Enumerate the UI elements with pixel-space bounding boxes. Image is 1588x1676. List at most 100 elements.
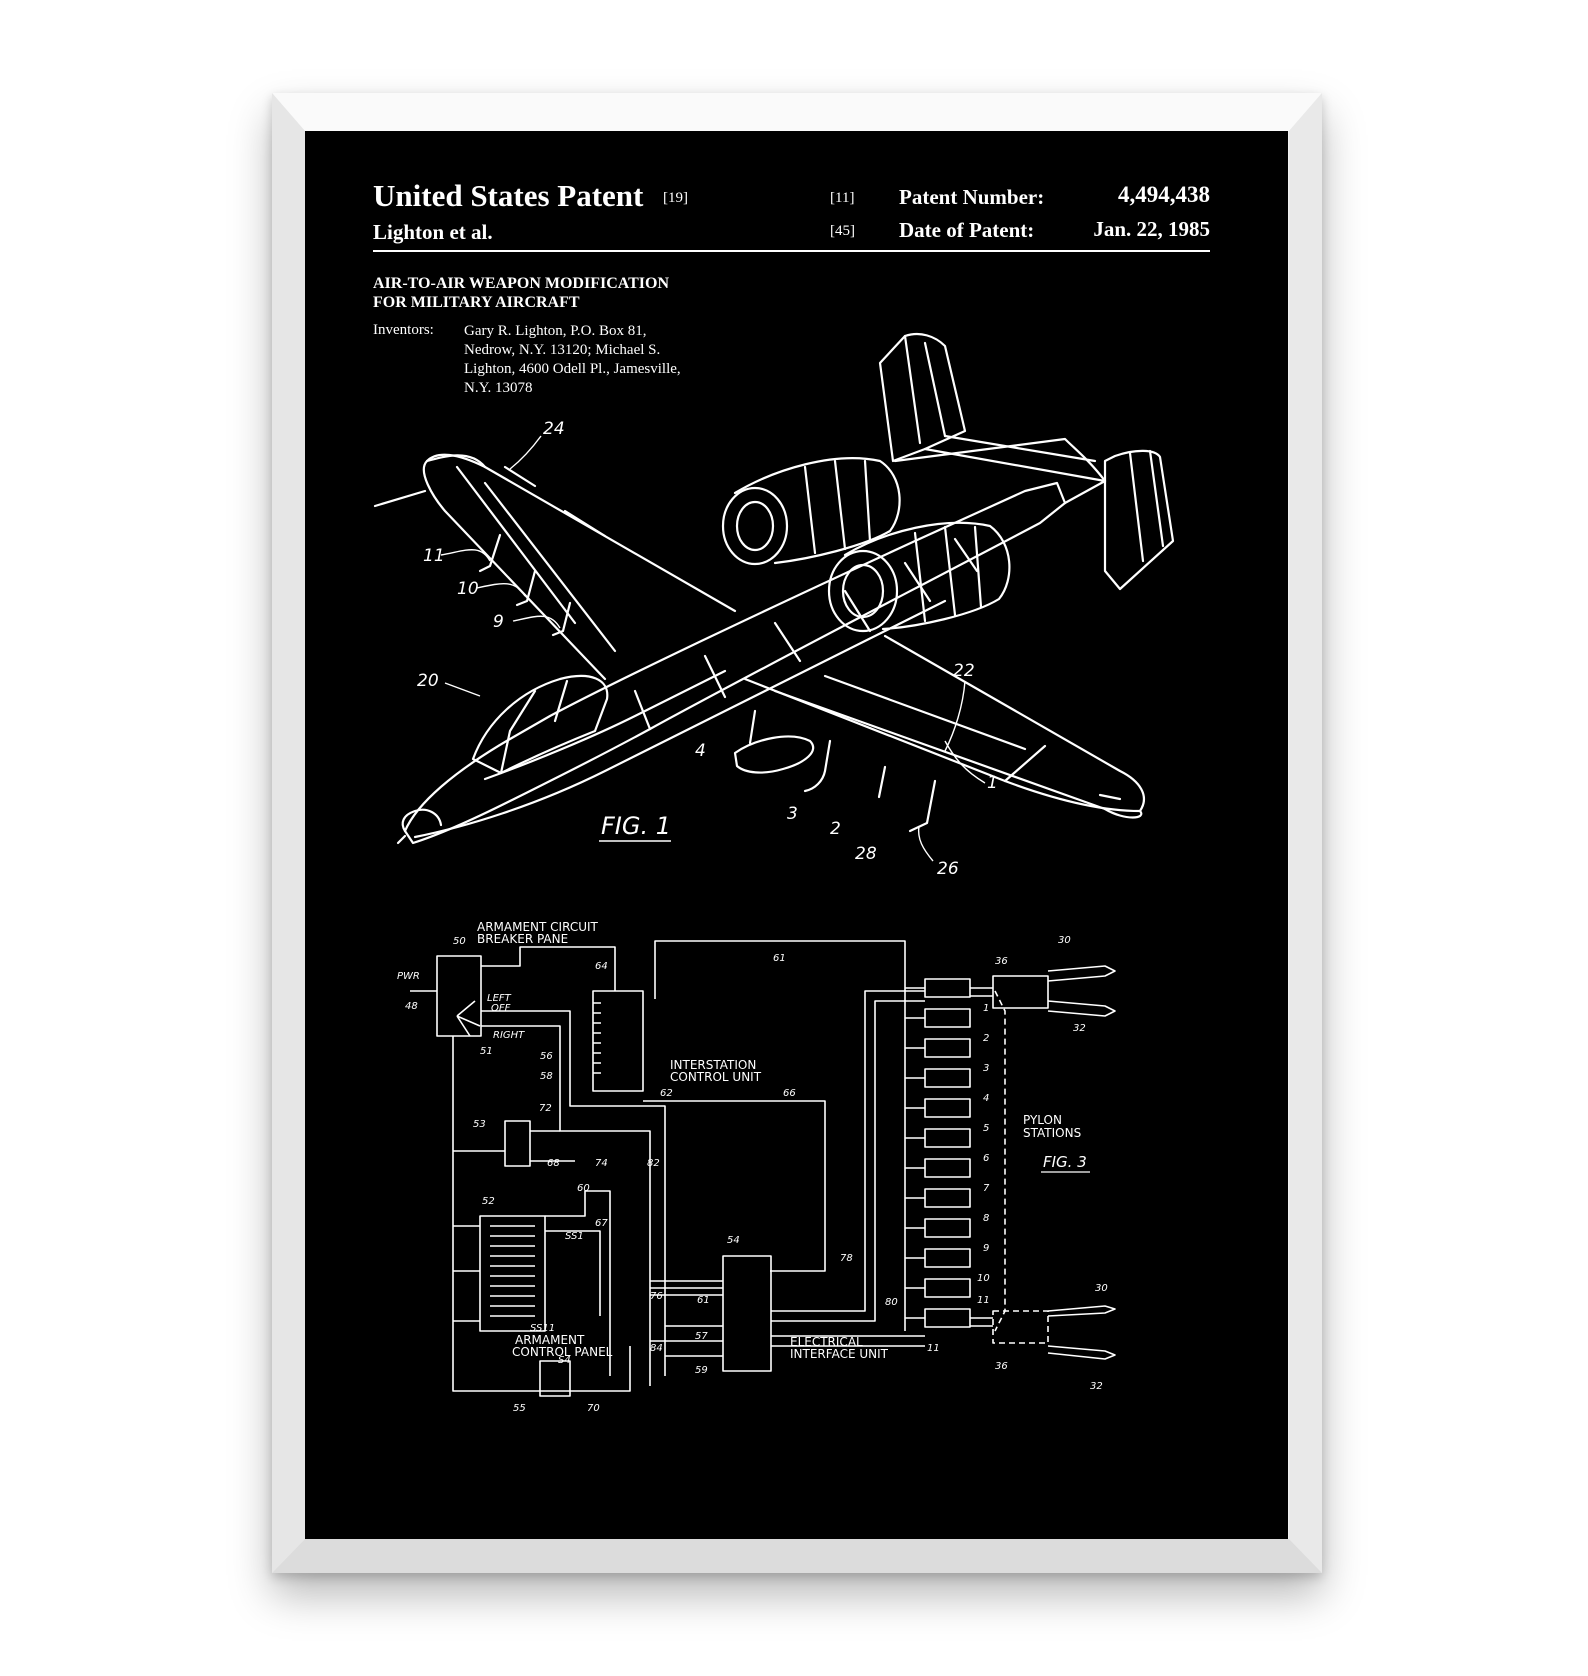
fig3-ref-53: 53 [473, 1119, 486, 1130]
fuselage-frames [633, 537, 979, 731]
breaker-label-2: BREAKER PANE [477, 932, 568, 946]
underwing-store [733, 735, 815, 774]
fig1-ref-28: 28 [855, 844, 877, 864]
inventors-line2: Nedrow, N.Y. 13120; Michael S. [464, 342, 661, 358]
switch-53-lines [453, 1130, 575, 1162]
date-code: [45] [830, 223, 855, 239]
patent-poster: United States Patent [19] Lighton et al.… [305, 131, 1288, 1539]
inventors-line3: Lighton, 4600 Odell Pl., Jamesville, [464, 361, 681, 377]
station-1: 1 [983, 1003, 989, 1014]
right-wing [743, 634, 1146, 813]
fig3-ref-80: 80 [885, 1297, 898, 1308]
engine-upper-ribs [803, 459, 872, 555]
tail-fin-right [1103, 449, 1175, 591]
fig3-ref-61-top: 61 [773, 953, 786, 964]
line-66 [643, 1100, 826, 1272]
station-2: 2 [983, 1033, 989, 1044]
fig3-ref-ss11: SS11 [530, 1323, 555, 1334]
icu-pins [593, 1002, 601, 1074]
eiu-label-1: ELECTRICAL [790, 1335, 863, 1349]
armament-panel-label-1: ARMAMENT [515, 1333, 585, 1347]
pylon-station-bus [905, 987, 925, 1319]
canopy-frame [499, 679, 569, 775]
engine-lower-intake [827, 549, 899, 633]
right-wing-slot [1098, 793, 1122, 801]
fig3-ref-61-bottom: 61 [697, 1295, 710, 1306]
station-6: 6 [983, 1153, 989, 1164]
tail-fin-left-rudder [903, 334, 947, 445]
pylon-label-1: PYLON [1023, 1113, 1062, 1127]
fig1-ref-9: 9 [493, 612, 504, 632]
left-ground-bus [452, 1036, 631, 1392]
fig1-leader-22 [944, 680, 966, 752]
fig3-ref-78: 78 [840, 1253, 853, 1264]
fig1-ref-1: 1 [987, 773, 998, 793]
patent-number-code: [11] [830, 190, 855, 206]
line-60 [545, 1230, 601, 1316]
launcher-links [970, 987, 993, 1327]
acp-switch-rows [490, 1225, 535, 1317]
breaker-panel-switch [456, 1000, 481, 1037]
nose-cone [401, 808, 443, 833]
fig3-caption: FIG. 3 [1043, 1153, 1087, 1171]
line-61-top [654, 940, 906, 1331]
tail-fin-left [878, 332, 967, 463]
invention-title: AIR-TO-AIR WEAPON MODIFICATION FOR MILIT… [373, 274, 669, 312]
interstation-label-1: INTERSTATION [670, 1058, 756, 1072]
fig3-ref-11: 11 [927, 1343, 940, 1354]
fig1-ref-24: 24 [543, 419, 565, 439]
right-pylon-4 [908, 779, 937, 833]
fig3-ref-76: 76 [650, 1291, 663, 1302]
fig3-ref-57: 57 [695, 1331, 708, 1342]
electrical-interface-unit [722, 1255, 772, 1372]
missiles-top [1047, 965, 1116, 1017]
fig1-ref-10: 10 [457, 579, 479, 599]
fig3-ref-36-top: 36 [995, 956, 1008, 967]
fig3-ref-51: 51 [480, 1046, 493, 1057]
right-wing-tip [1103, 807, 1143, 819]
line-56 [481, 1010, 666, 1376]
right-pylon-3 [877, 765, 887, 799]
fig3-ref-ss1: SS1 [565, 1231, 584, 1242]
fig3-ref-54: 54 [727, 1235, 740, 1246]
switch-53-box [504, 1120, 531, 1167]
fig1-leader-26 [917, 825, 934, 862]
inventors-label: Inventors: [373, 322, 434, 338]
inventors-line4: N.Y. 13078 [464, 380, 533, 396]
fig1-ref-22: 22 [953, 661, 975, 681]
tail-fin-right-rudder [1128, 449, 1165, 563]
fig3-ref-30-top: 30 [1058, 935, 1071, 946]
fig3-ref-50: 50 [453, 936, 466, 947]
missiles-bottom [1047, 1305, 1116, 1360]
station-10: 10 [977, 1273, 990, 1284]
interstation-control-unit [592, 990, 644, 1092]
left-pylon-1 [478, 533, 502, 573]
patent-office-title: United States Patent [373, 178, 644, 213]
inventors-line1: Gary R. Lighton, P.O. Box 81, [464, 323, 647, 339]
fig1-ref-20: 20 [417, 671, 439, 691]
fig3-ref-56: 56 [540, 1051, 553, 1062]
fig3-ref-72: 72 [539, 1103, 552, 1114]
fig3-ref-52-top: 52 [482, 1196, 495, 1207]
patent-number: 4,494,438 [1118, 182, 1210, 207]
station-3: 3 [983, 1063, 989, 1074]
left-label: LEFT [487, 993, 512, 1004]
pwr-label: PWR [397, 971, 420, 982]
switch-s4-box [539, 1360, 571, 1397]
engine-upper-inner [735, 500, 775, 552]
fig1-ref-3: 3 [787, 804, 798, 824]
station-7: 7 [983, 1183, 990, 1194]
interstation-label-2: CONTROL UNIT [670, 1070, 762, 1084]
fig3-ref-58: 58 [540, 1071, 553, 1082]
fuselage-outline [403, 481, 1067, 845]
left-wing-probe [373, 489, 427, 508]
line-64 [481, 946, 616, 991]
fig3-ref-62: 62 [660, 1088, 673, 1099]
fig3-ref-84: 84 [650, 1343, 663, 1354]
inventors-text: Gary R. Lighton, P.O. Box 81, Nedrow, N.… [464, 322, 744, 398]
fig3-ref-30-bottom: 30 [1095, 1283, 1108, 1294]
station-4: 4 [983, 1093, 989, 1104]
fig1-ref-11: 11 [423, 546, 445, 566]
engine-lower-ribs [913, 525, 983, 623]
left-wing-flap [455, 465, 617, 653]
